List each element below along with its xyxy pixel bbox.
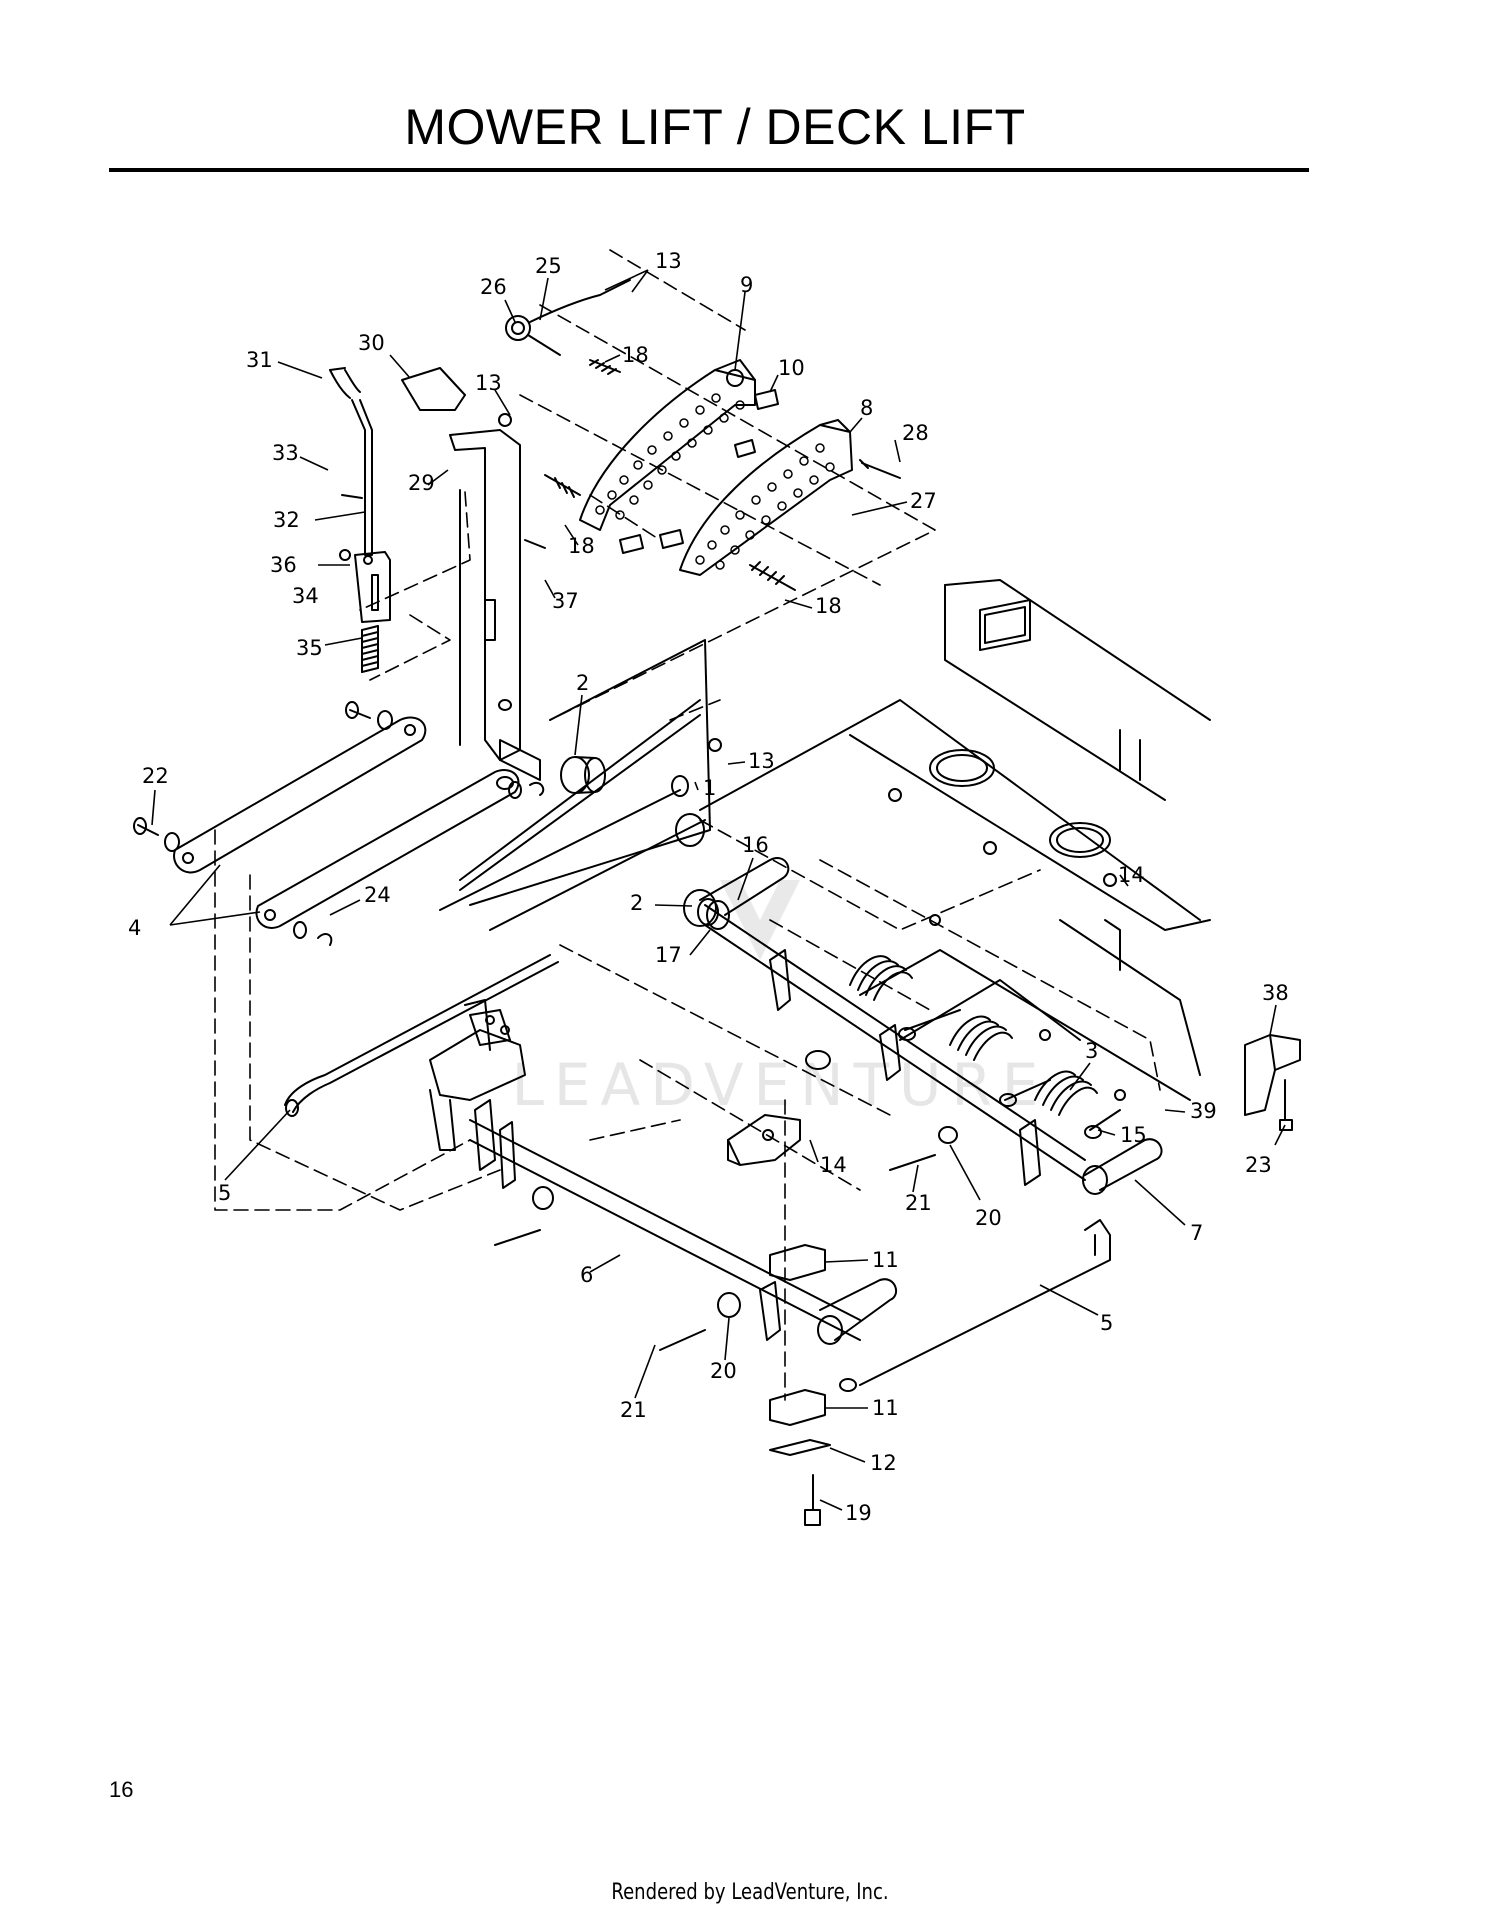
callout-8: 8	[860, 396, 873, 420]
small-hardware	[133, 413, 1126, 1318]
callout-5: 5	[218, 1181, 231, 1205]
spacers	[619, 389, 779, 554]
deck-lift-shaft	[429, 999, 898, 1345]
mount-bracket	[727, 1114, 801, 1166]
callout-9: 9	[740, 273, 753, 297]
callout-11: 11	[872, 1396, 899, 1420]
lever-spring	[361, 625, 379, 673]
quadrant-plate-9	[579, 359, 756, 531]
callout-2: 2	[630, 891, 643, 915]
callout-13: 13	[475, 371, 502, 395]
extension-springs	[849, 955, 1121, 1139]
quadrant-plate-8	[679, 419, 853, 576]
callout-29: 29	[408, 471, 435, 495]
callout-17: 17	[655, 943, 682, 967]
handle-grip	[401, 367, 466, 411]
lift-arm-upper	[173, 716, 427, 874]
callout-11: 11	[872, 1248, 899, 1272]
lever-rod	[329, 367, 373, 556]
leader-lines	[151, 269, 1286, 1511]
shaft-blocks	[769, 1244, 831, 1526]
lock-pin	[505, 279, 631, 356]
callout-20: 20	[975, 1206, 1002, 1230]
bolts	[524, 359, 901, 591]
callout-7: 7	[1190, 1221, 1203, 1245]
lift-handle	[449, 429, 541, 781]
callout-13: 13	[748, 749, 775, 773]
callout-36: 36	[270, 553, 297, 577]
callout-13: 13	[655, 249, 682, 273]
side-bracket	[1244, 1034, 1301, 1131]
callout-35: 35	[296, 636, 323, 660]
callout-32: 32	[273, 508, 300, 532]
callout-16: 16	[742, 833, 769, 857]
frame-chassis	[699, 579, 1211, 1101]
callout-33: 33	[272, 441, 299, 465]
callout-10: 10	[778, 356, 805, 380]
callout-2: 2	[576, 671, 589, 695]
callout-18: 18	[568, 534, 595, 558]
watermark: LEADVENTURE	[512, 880, 1049, 1119]
callout-5: 5	[1100, 1311, 1113, 1335]
callout-6: 6	[580, 1263, 593, 1287]
lever-bracket	[354, 551, 391, 623]
callout-labels: 31 30 26 25 13 9 18 10 13 8 28 33 29 27 …	[128, 249, 1289, 1525]
callout-18: 18	[815, 594, 842, 618]
lift-arm-lower	[255, 769, 520, 929]
callout-1: 1	[703, 776, 716, 800]
callout-12: 12	[870, 1451, 897, 1475]
callout-31: 31	[246, 348, 273, 372]
cross-shaft-upper	[697, 857, 1163, 1195]
callout-21: 21	[620, 1398, 647, 1422]
lift-links	[439, 639, 711, 931]
callout-3: 3	[1085, 1039, 1098, 1063]
callout-15: 15	[1120, 1123, 1147, 1147]
callout-24: 24	[364, 883, 391, 907]
callout-21: 21	[905, 1191, 932, 1215]
callout-19: 19	[845, 1501, 872, 1525]
page-number: 16	[109, 1777, 134, 1802]
callout-38: 38	[1262, 981, 1289, 1005]
watermark-text: LEADVENTURE	[512, 1051, 1049, 1119]
callout-34: 34	[292, 584, 319, 608]
callout-20: 20	[710, 1359, 737, 1383]
cotter-pins	[494, 1154, 936, 1351]
callout-22: 22	[142, 764, 169, 788]
page-title: MOWER LIFT / DECK LIFT	[404, 99, 1026, 155]
callout-23: 23	[1245, 1153, 1272, 1177]
callout-27: 27	[910, 489, 937, 513]
lift-rod	[284, 954, 1111, 1392]
callout-30: 30	[358, 331, 385, 355]
callout-14: 14	[820, 1153, 847, 1177]
callout-28: 28	[902, 421, 929, 445]
callout-26: 26	[480, 275, 507, 299]
callout-39: 39	[1190, 1099, 1217, 1123]
title-rule	[109, 168, 1309, 172]
callout-4: 4	[128, 916, 141, 940]
callout-14: 14	[1118, 863, 1145, 887]
footer-credit: Rendered by LeadVenture, Inc.	[611, 1880, 889, 1905]
callout-25: 25	[535, 254, 562, 278]
callout-18: 18	[622, 343, 649, 367]
callout-37: 37	[552, 589, 579, 613]
